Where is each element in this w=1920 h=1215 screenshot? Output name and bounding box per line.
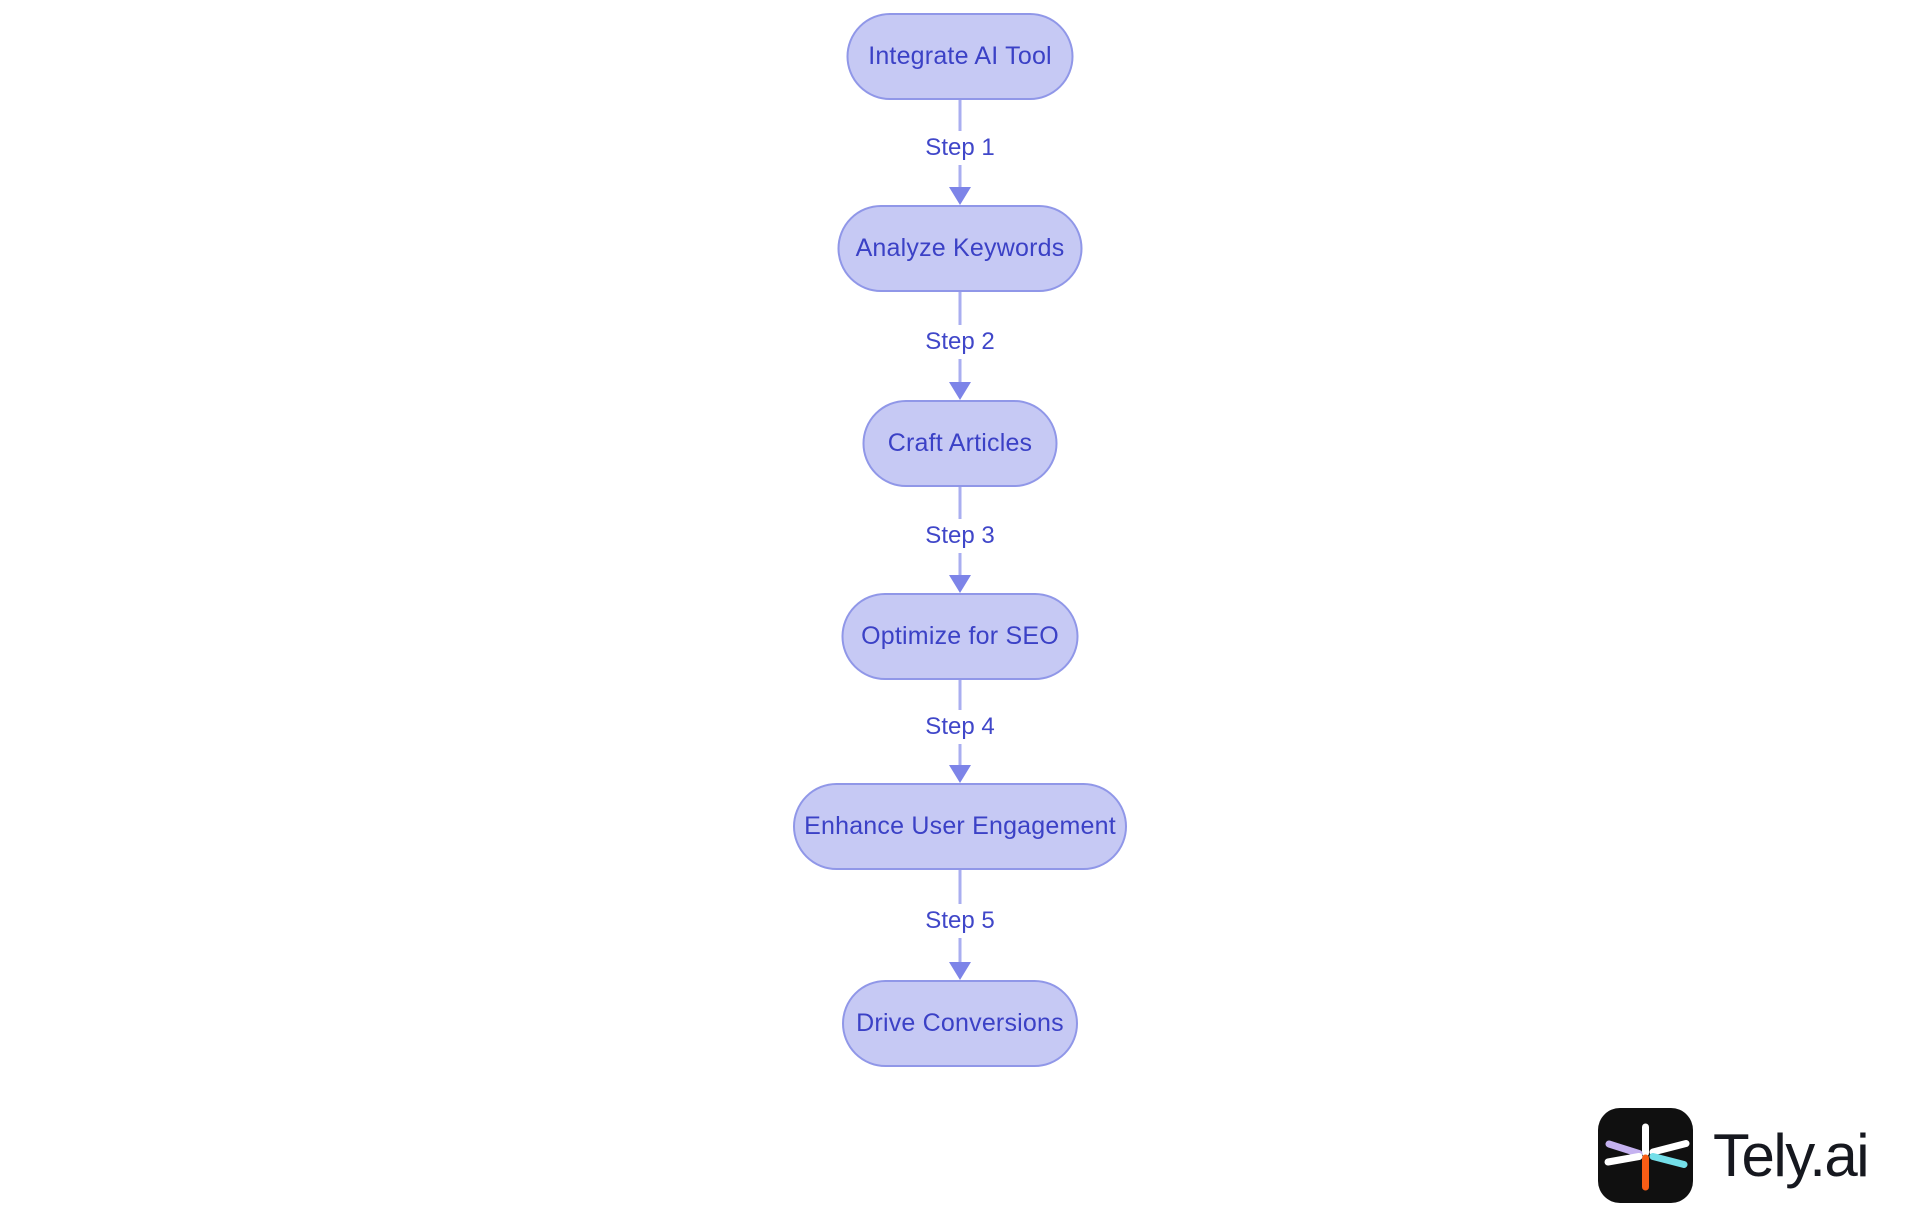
step-1-label: Step 1 [916, 131, 1004, 166]
connector-step-4: Step 4 [880, 680, 1040, 783]
tely-starburst-icon [1598, 1108, 1693, 1203]
step-4-label: Step 4 [916, 710, 1004, 745]
node-drive-conversions: Drive Conversions [842, 980, 1078, 1067]
node-enhance-user-engagement: Enhance User Engagement [793, 783, 1127, 870]
node-label: Craft Articles [887, 429, 1033, 457]
tely-wordmark: Tely.ai [1713, 1122, 1870, 1189]
arrowhead-icon [949, 962, 971, 980]
arrowhead-icon [949, 575, 971, 593]
step-3-label: Step 3 [916, 518, 1004, 553]
node-optimize-for-seo: Optimize for SEO [841, 593, 1079, 680]
node-label: Drive Conversions [856, 1009, 1064, 1037]
connector-step-2: Step 2 [880, 292, 1040, 400]
arrowhead-icon [949, 765, 971, 783]
step-5-label: Step 5 [916, 903, 1004, 938]
node-integrate-ai-tool: Integrate AI Tool [846, 13, 1074, 100]
node-analyze-keywords: Analyze Keywords [837, 205, 1083, 292]
node-label: Optimize for SEO [861, 622, 1059, 650]
tely-logo: Tely.ai [1598, 1108, 1870, 1203]
node-label: Enhance User Engagement [804, 812, 1116, 840]
connector-step-5: Step 5 [880, 870, 1040, 980]
step-2-label: Step 2 [916, 324, 1004, 359]
node-craft-articles: Craft Articles [862, 400, 1058, 487]
node-label: Analyze Keywords [855, 234, 1065, 262]
connector-step-1: Step 1 [880, 100, 1040, 205]
arrowhead-icon [949, 382, 971, 400]
arrowhead-icon [949, 187, 971, 205]
node-label: Integrate AI Tool [868, 42, 1052, 70]
connector-step-3: Step 3 [880, 487, 1040, 593]
